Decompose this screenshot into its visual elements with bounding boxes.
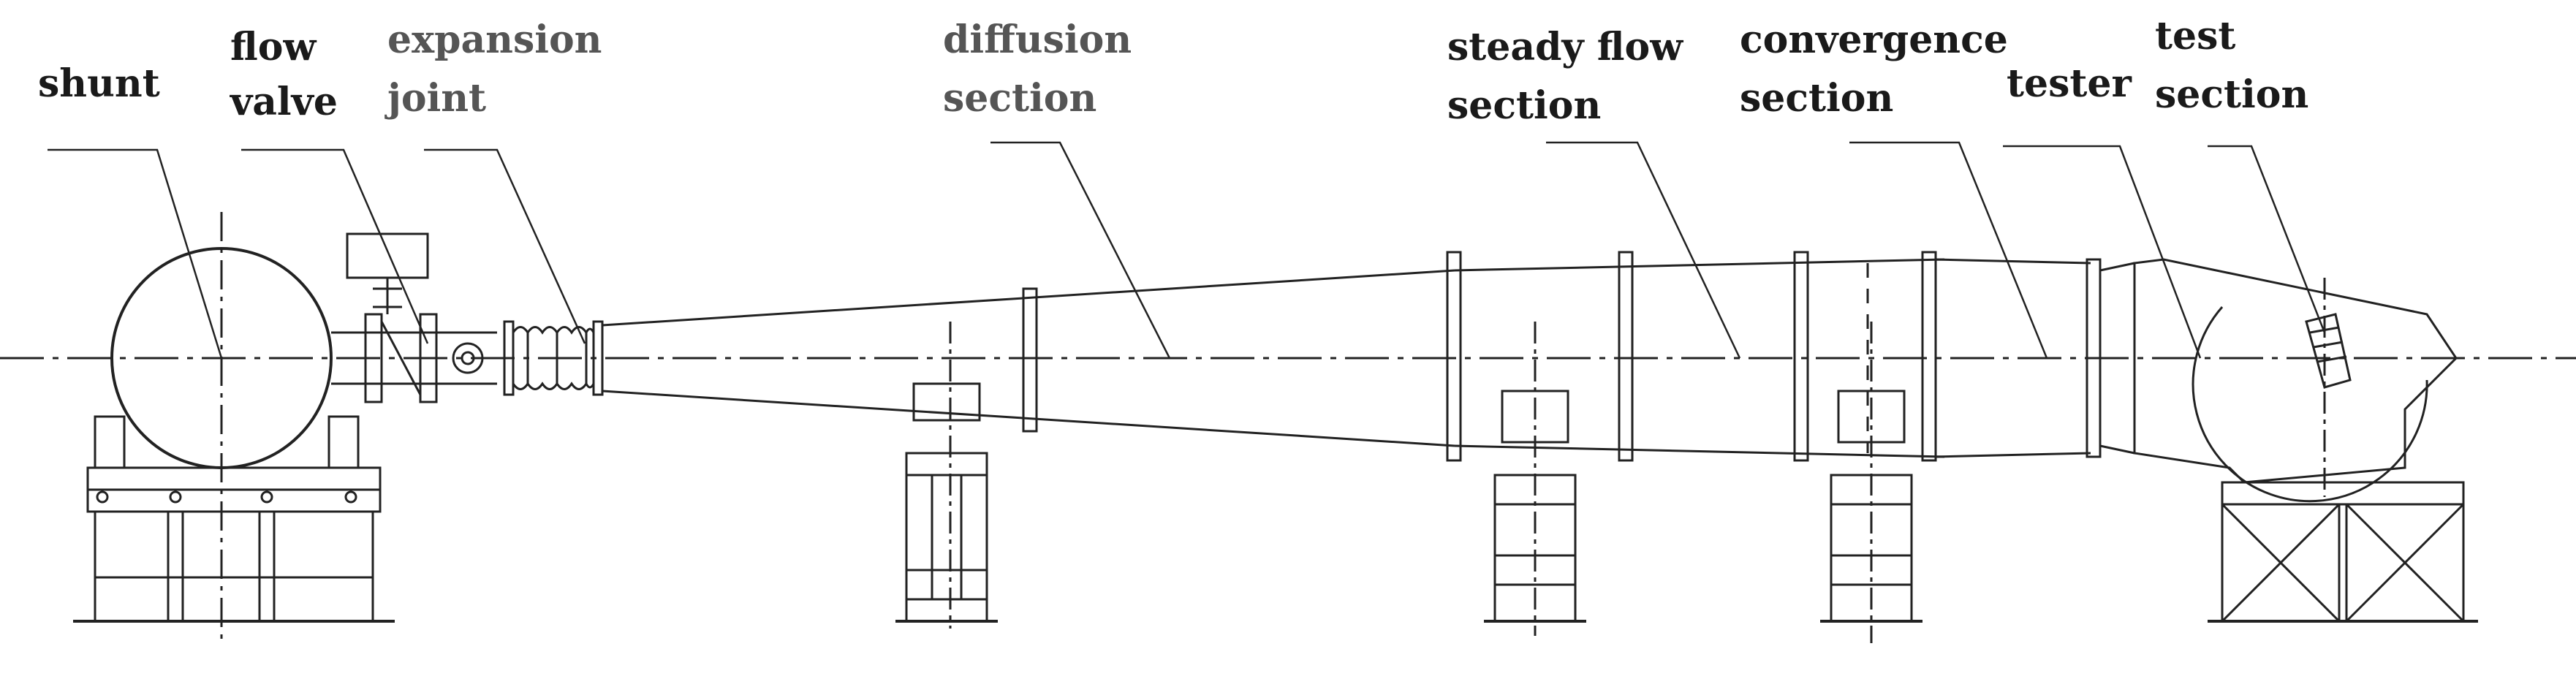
valve-actuator [346, 232, 429, 279]
label-flow-valve-line1: flow [230, 25, 317, 69]
leader-expansion-joint [424, 148, 586, 344]
shunt-assembly [73, 212, 395, 643]
label-test-section-line2: section [2155, 72, 2309, 117]
flow-valve-assembly [331, 232, 497, 403]
diffusion-flange [1022, 287, 1038, 433]
leader-convergence-section [1849, 141, 2048, 359]
diffusion-support [905, 452, 988, 623]
valve-flange-right [419, 313, 438, 403]
label-shunt: shunt [38, 61, 160, 106]
leader-diffusion-section [990, 141, 1171, 359]
label-tester: tester [2007, 61, 2132, 106]
tester-probe [2305, 313, 2352, 389]
valve-wheel [452, 342, 484, 374]
label-convergence-section-line2: section [1740, 76, 1894, 121]
test-section-body [2133, 258, 2458, 484]
leader-lines [48, 141, 2326, 359]
label-expansion-joint-line2: joint [387, 76, 487, 121]
leader-shunt [48, 148, 223, 359]
label-convergence-section-line1: convergence [1740, 18, 2008, 62]
leader-tester [2003, 145, 2202, 359]
shunt-frame [94, 510, 374, 623]
label-diffusion-section-line2: section [943, 76, 1097, 121]
valve-flange-left [364, 313, 383, 403]
leader-flow-valve [241, 148, 429, 344]
label-test-section-line1: test [2155, 14, 2236, 58]
label-steady-flow-section-line1: steady flow [1447, 25, 1683, 69]
test-disc [2192, 306, 2428, 503]
expansion-joint-assembly [503, 320, 604, 396]
label-expansion-joint-line1: expansion [387, 18, 602, 62]
leader-steady-flow-section [1546, 141, 1741, 359]
label-steady-flow-section-line2: section [1447, 83, 1602, 128]
convergence-section-assembly [1935, 258, 2135, 458]
steady-flow-section-assembly [1446, 251, 1945, 643]
test-section-stand [2221, 503, 2465, 623]
leader-test-section [2208, 145, 2326, 333]
test-section-assembly [2133, 258, 2478, 623]
label-diffusion-section-line1: diffusion [943, 18, 1132, 62]
shunt-saddle [94, 415, 360, 468]
diffusion-section-assembly [602, 269, 1455, 629]
label-flow-valve-line2: valve [230, 80, 338, 124]
